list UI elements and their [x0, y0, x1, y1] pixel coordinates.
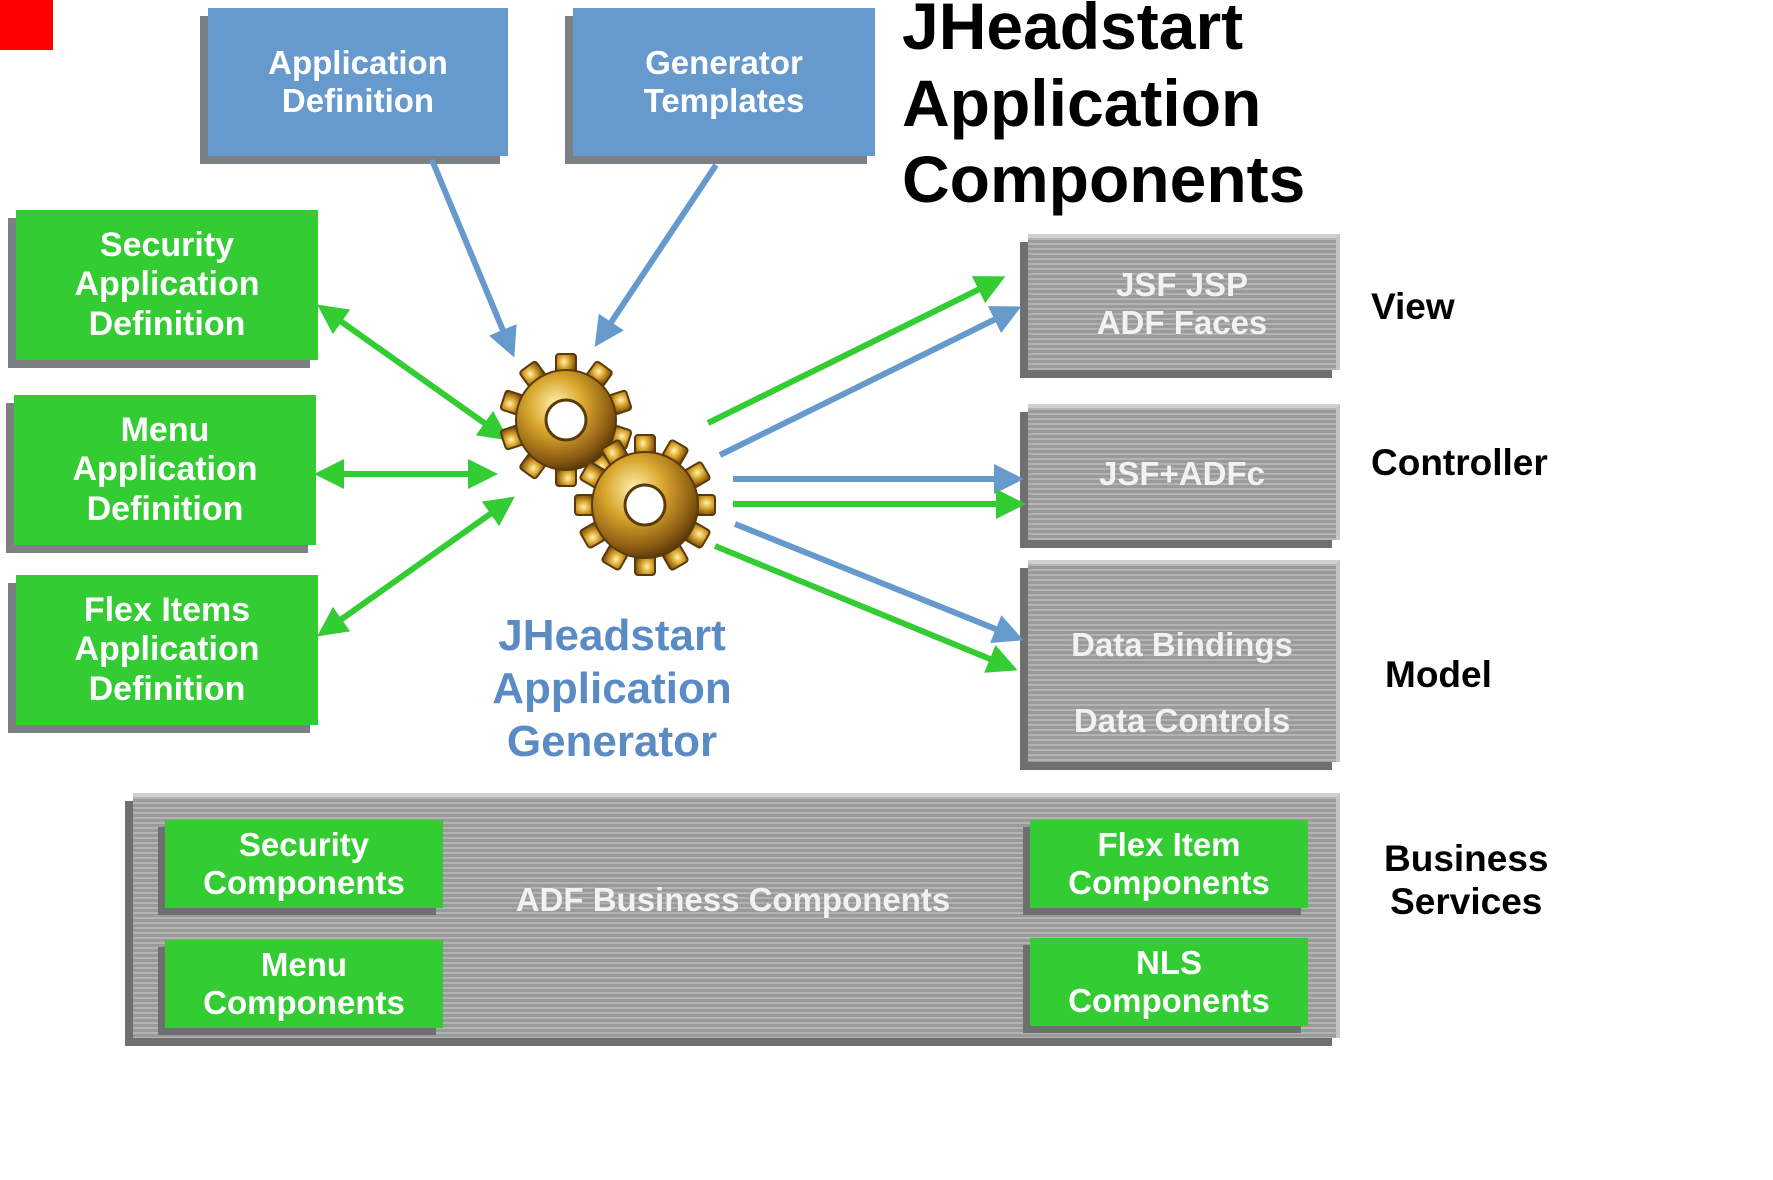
- red-corner-mark: [0, 0, 53, 50]
- menu-comp-line-1: Menu: [260, 945, 348, 983]
- generator-label-line-3: Generator: [506, 716, 718, 766]
- menu-def-line-1: Menu: [120, 410, 210, 449]
- app-def-line-1: Application: [268, 43, 448, 81]
- menu-application-definition-box: Menu Application Definition: [14, 395, 316, 545]
- nls-comp-line-2: Components: [1068, 982, 1270, 1019]
- flex-item-components-box: Flex Item Components: [1030, 820, 1308, 908]
- gears-icon: [499, 353, 716, 576]
- diagram-title: JHeadstart Application Components: [902, 0, 1342, 218]
- menu-components-box: Menu Components: [165, 940, 443, 1028]
- data-bindings-text: Data Bindings: [1071, 626, 1293, 663]
- menu-def-line-3: Definition: [86, 489, 244, 528]
- flex-items-application-definition-box: Flex Items Application Definition: [16, 575, 318, 725]
- arrow-app-def-to-generator: [429, 158, 517, 358]
- controller-label: Controller: [1371, 442, 1548, 483]
- adf-business-components-text: ADF Business Components: [515, 881, 951, 918]
- nls-comp-line-1: NLS: [1136, 943, 1202, 981]
- flex-def-line-1: Flex Items: [83, 590, 251, 629]
- arrow-green-to-view: [706, 276, 1006, 426]
- security-components-box: Security Components: [165, 820, 443, 908]
- title-line-1: JHeadstart: [902, 0, 1244, 63]
- arrow-flex-def: [317, 496, 515, 637]
- security-application-definition-box: Security Application Definition: [16, 210, 318, 360]
- security-comp-line-1: Security: [238, 825, 370, 863]
- arrow-blue-to-view: [718, 306, 1022, 458]
- generator-label-line-2: Application: [492, 663, 732, 713]
- flex-def-line-3: Definition: [88, 669, 246, 708]
- security-def-line-3: Definition: [88, 304, 246, 343]
- security-comp-line-2: Components: [203, 864, 405, 901]
- title-line-3: Components: [902, 142, 1306, 217]
- controller-layer-text: JSF+ADFc: [1099, 454, 1265, 492]
- arrow-green-to-model: [713, 543, 1018, 673]
- menu-comp-line-2: Components: [203, 984, 405, 1021]
- arrow-blue-to-model: [733, 521, 1024, 643]
- menu-def-line-2: Application: [72, 450, 258, 489]
- generator-label: JHeadstart Application Generator: [462, 610, 762, 768]
- model-label: Model: [1385, 654, 1492, 695]
- controller-layer-box: JSF+ADFc: [1028, 404, 1340, 540]
- business-label-line-1: Business: [1384, 838, 1549, 879]
- view-layer-line-2: ADF Faces: [1096, 304, 1268, 341]
- application-definition-box: Application Definition: [208, 8, 508, 156]
- app-def-line-2: Definition: [281, 82, 435, 119]
- nls-components-box: NLS Components: [1030, 938, 1308, 1026]
- flex-def-line-2: Application: [74, 630, 260, 669]
- security-def-line-2: Application: [74, 265, 260, 304]
- view-layer-box: JSF JSP ADF Faces: [1028, 234, 1340, 370]
- view-layer-line-1: JSF JSP: [1115, 265, 1249, 303]
- generator-templates-box: Generator Templates: [573, 8, 875, 156]
- model-layer-box: Data Bindings Data Controls: [1028, 560, 1340, 762]
- security-def-line-1: Security: [99, 225, 235, 264]
- gen-templates-line-2: Templates: [643, 82, 805, 119]
- data-controls-text: Data Controls: [1073, 702, 1291, 739]
- flex-comp-line-1: Flex Item: [1097, 825, 1241, 863]
- business-label-line-2: Services: [1390, 880, 1543, 922]
- view-label: View: [1371, 286, 1455, 327]
- arrow-security-def: [317, 304, 509, 441]
- flex-comp-line-2: Components: [1068, 864, 1270, 901]
- gen-templates-line-1: Generator: [645, 43, 803, 81]
- arrow-templates-to-generator: [594, 163, 719, 347]
- generator-label-line-1: JHeadstart: [498, 611, 726, 660]
- business-services-label: Business Services: [1384, 838, 1549, 924]
- title-line-2: Application: [902, 65, 1262, 140]
